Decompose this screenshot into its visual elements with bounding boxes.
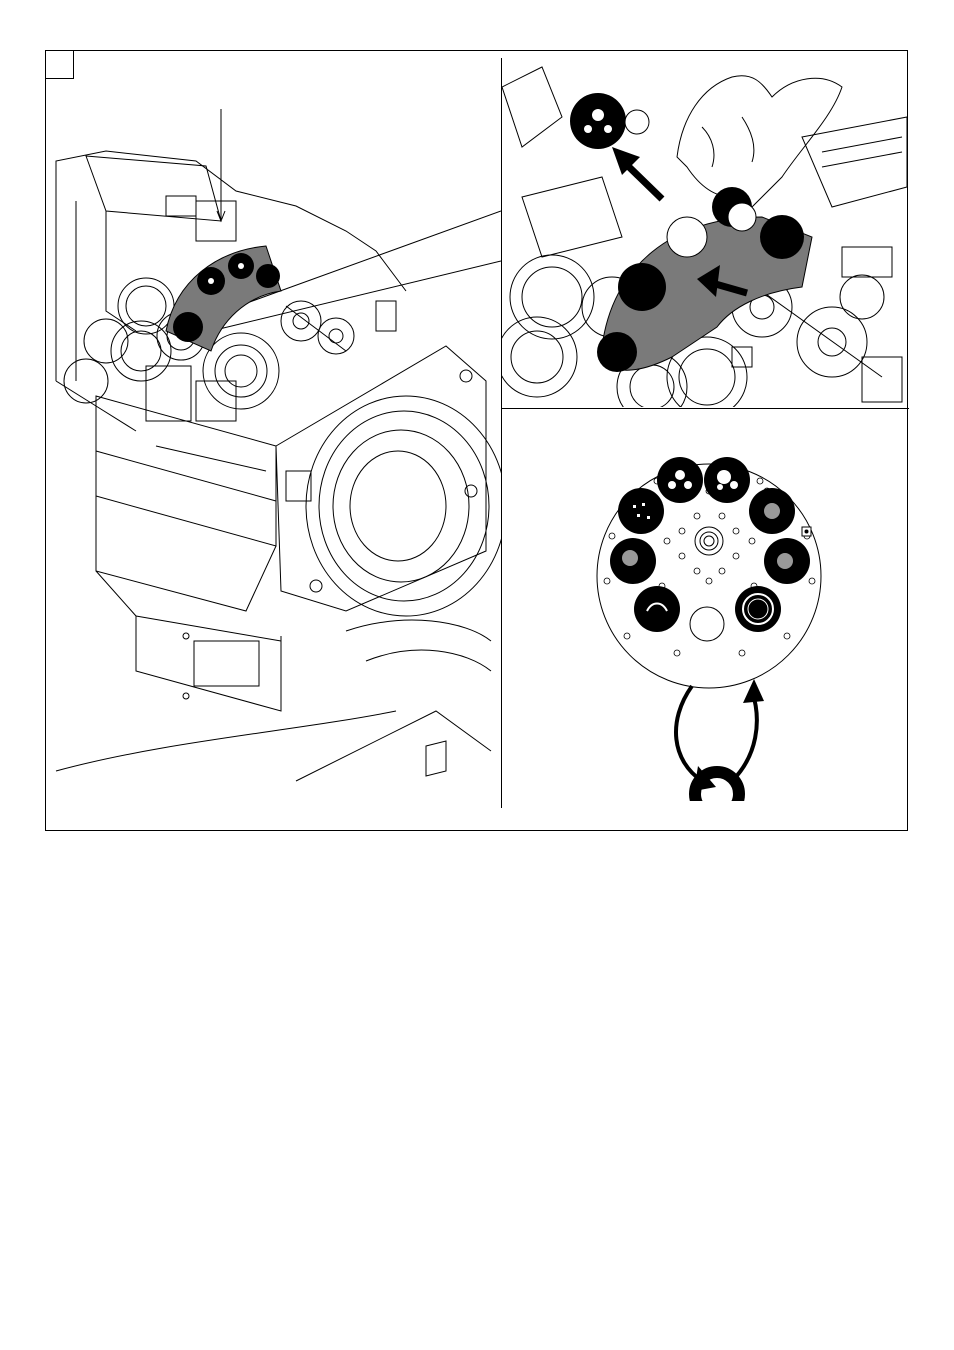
gobo-slot [256,264,280,288]
gobo-position-6 [690,607,724,641]
gobo-slot [173,312,203,342]
gobo-wheel-segment [166,246,281,351]
front-housing [276,346,486,611]
gobo-slot [760,215,804,259]
lens-barrel-rear [203,333,279,409]
base-curve [56,711,396,771]
gobo-position-2 [657,457,703,503]
arrow-curved-up-icon [732,679,764,781]
gobo-removal-detail [502,57,909,407]
gobo-position-7 [735,586,781,632]
gobo-slot [618,263,666,311]
gobo-ring-icon [695,772,739,801]
front-lens-inner [333,430,469,582]
pulley-2 [318,318,354,354]
gobo-position-3 [618,488,664,534]
gobo-position-8 [764,538,810,584]
panel-divider-vertical [501,58,502,808]
gobo-position-4 [610,538,656,584]
front-lens-outer [306,396,501,616]
gear-left [510,255,594,339]
arrow-remove-icon [612,147,662,199]
gobo-slot-empty [667,217,707,257]
housing-block [802,117,907,207]
fixture-head-illustration [46,51,501,811]
panel-divider-horizontal [502,408,909,409]
hand-outline [677,76,842,207]
figure-frame [45,50,908,831]
yoke-plate [96,396,276,546]
gobo-slot [597,332,637,372]
gobo-in-hand [728,203,756,231]
gobo-wheel-diagram [502,421,909,801]
gobo-position-9 [749,488,795,534]
gobo-position-5 [634,586,680,632]
gobo-position-1 [704,457,750,503]
